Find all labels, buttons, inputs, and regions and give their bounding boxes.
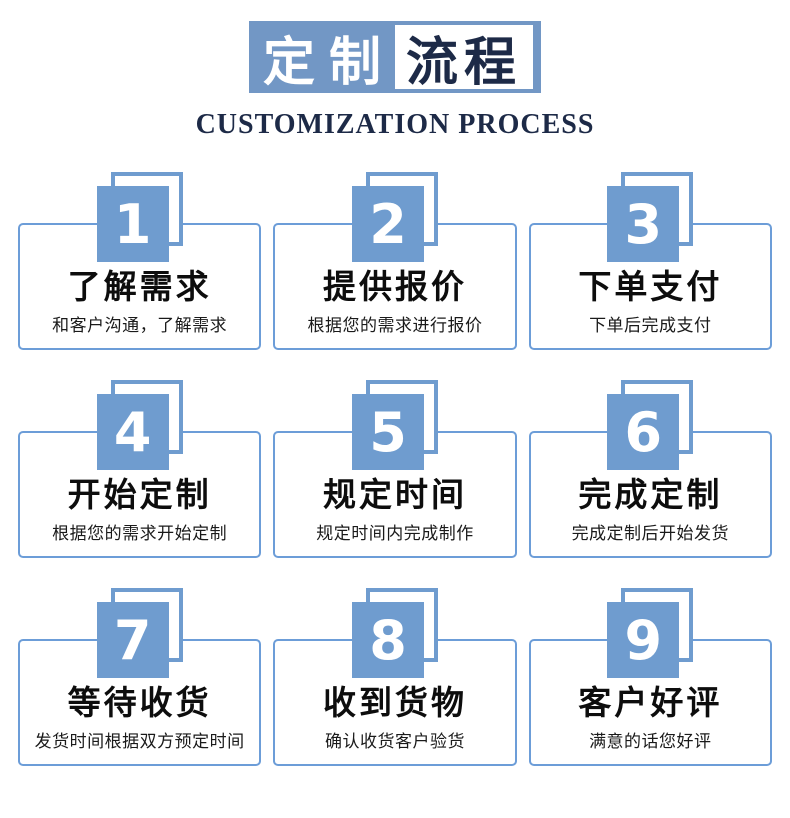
step-number: 7 xyxy=(96,602,169,678)
step-number-badge: 4 xyxy=(96,380,183,470)
step-description: 根据您的需求开始定制 xyxy=(52,524,228,544)
header-title-band: 定制 流程 xyxy=(249,21,541,93)
process-step: 9 客户好评 满意的话您好评 xyxy=(528,588,772,766)
step-number-badge: 1 xyxy=(96,172,183,262)
step-description: 完成定制后开始发货 xyxy=(571,524,730,544)
step-number-badge: 7 xyxy=(96,588,183,678)
step-title: 客户好评 xyxy=(578,683,723,723)
step-number: 6 xyxy=(607,394,680,470)
header-title-left: 定制 xyxy=(262,34,395,92)
step-number: 5 xyxy=(351,394,424,470)
step-description: 根据您的需求进行报价 xyxy=(307,316,483,336)
process-step: 3 下单支付 下单后完成支付 xyxy=(528,172,772,350)
step-number-badge: 2 xyxy=(351,172,438,262)
step-description: 确认收货客户验货 xyxy=(324,732,465,752)
process-step: 7 等待收货 发货时间根据双方预定时间 xyxy=(18,588,262,766)
step-description: 和客户沟通，了解需求 xyxy=(52,316,228,336)
process-steps-grid: 1 了解需求 和客户沟通，了解需求 2 提供报价 根据您的需求进行报价 3 下单… xyxy=(18,172,772,766)
step-title: 规定时间 xyxy=(322,475,467,515)
step-card: 收到货物 确认收货客户验货 xyxy=(273,639,517,766)
step-title: 了解需求 xyxy=(67,267,212,307)
process-step: 2 提供报价 根据您的需求进行报价 xyxy=(273,172,517,350)
step-title: 完成定制 xyxy=(578,475,723,515)
step-title: 收到货物 xyxy=(322,683,467,723)
step-title: 提供报价 xyxy=(322,267,467,307)
process-step: 5 规定时间 规定时间内完成制作 xyxy=(273,380,517,558)
step-number-badge: 9 xyxy=(607,588,694,678)
step-number-badge: 6 xyxy=(607,380,694,470)
step-number: 4 xyxy=(96,394,169,470)
step-number: 1 xyxy=(96,186,169,262)
step-description: 满意的话您好评 xyxy=(589,732,712,752)
step-number: 8 xyxy=(351,602,424,678)
step-number: 3 xyxy=(607,186,680,262)
process-step: 4 开始定制 根据您的需求开始定制 xyxy=(18,380,262,558)
header-subtitle: CUSTOMIZATION PROCESS xyxy=(195,109,595,140)
step-title: 开始定制 xyxy=(67,475,212,515)
process-step: 1 了解需求 和客户沟通，了解需求 xyxy=(18,172,262,350)
step-number-badge: 8 xyxy=(351,588,438,678)
step-title: 下单支付 xyxy=(578,267,723,307)
step-title: 等待收货 xyxy=(67,683,212,723)
step-description: 下单后完成支付 xyxy=(589,316,712,336)
step-number-badge: 5 xyxy=(351,380,438,470)
step-description: 发货时间根据双方预定时间 xyxy=(34,732,245,752)
process-step: 8 收到货物 确认收货客户验货 xyxy=(273,588,517,766)
step-number-badge: 3 xyxy=(607,172,694,262)
process-step: 6 完成定制 完成定制后开始发货 xyxy=(528,380,772,558)
step-number: 2 xyxy=(351,186,424,262)
step-number: 9 xyxy=(607,602,680,678)
header-title-right-box: 流程 xyxy=(395,25,533,92)
step-description: 规定时间内完成制作 xyxy=(316,524,474,544)
